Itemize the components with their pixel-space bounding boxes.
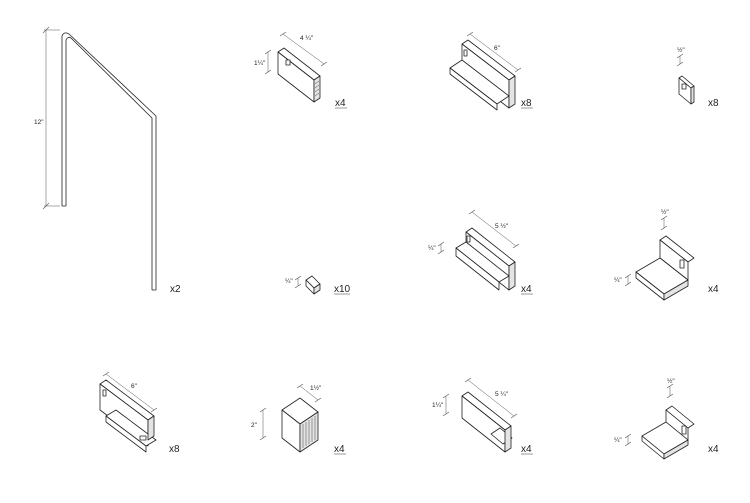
dim-connector-size: ¼" [285,278,293,285]
part-corner-gusset: ½" ¼" x4 [614,208,719,301]
part-long-channel: 6" x8 [449,31,533,111]
dim-tab-height: 1¼" [254,60,266,67]
dim-tall-height: 1¼" [432,402,444,409]
dim-slotted-length: 6" [131,383,138,390]
part-corner-gusset-b: ½" ¼" x4 [614,377,719,460]
dim-gusset-b-height: ½" [667,377,675,385]
part-wire-rod: 12" x2 [34,26,181,295]
qty-tiny-connector: x10 [334,284,351,295]
dim-gusset-b-thickness: ¼" [614,437,622,444]
dim-bracket-thickness: ¼" [428,245,436,252]
qty-mini-clip: x8 [708,98,719,109]
dim-clip-size: ½" [677,46,685,54]
dim-rod-height: 12" [34,119,44,126]
qty-corner-gusset: x4 [708,284,719,295]
qty-slotted-channel: x8 [169,444,180,455]
dim-block-height: 2" [251,422,258,429]
dim-bracket-length: 5 ½" [495,222,509,230]
qty-wire-rod: x2 [170,284,181,295]
dim-tall-length: 5 ¼" [495,391,509,398]
qty-grooved-block: x4 [334,444,345,455]
part-small-tab: 4 ¼" 1¼" x4 [254,31,347,109]
qty-corner-gusset-b: x4 [708,444,719,455]
qty-angle-bracket: x4 [521,284,532,295]
part-grooved-block: 1½" 2" x4 [251,383,346,455]
qty-long-channel: x8 [521,98,532,109]
part-tall-angle: 5 ¼" 1¼" x4 [432,377,533,455]
qty-small-tab: x4 [335,98,346,109]
dim-tab-length: 4 ¼" [300,35,314,42]
qty-tall-angle: x4 [521,444,532,455]
part-angle-bracket: 5 ½" ¼" x4 [428,209,533,295]
part-tiny-connector: ¼" x10 [285,275,351,295]
part-slotted-channel: 6" x8 [99,371,180,455]
part-mini-clip: ½" x8 [676,46,719,109]
dim-channel-length: 6" [494,45,501,52]
dim-gusset-thickness: ¼" [614,277,622,284]
dim-gusset-height: ½" [661,208,669,216]
dim-block-width: 1½" [310,384,322,392]
